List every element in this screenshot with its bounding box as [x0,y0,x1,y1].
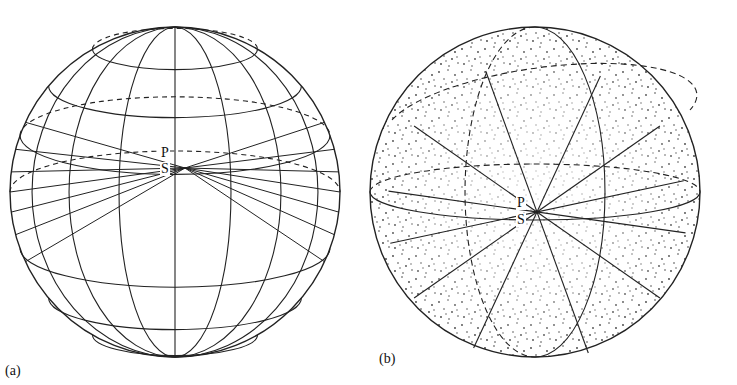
gridded-sphere [10,27,340,357]
panel-label: (b) [378,352,396,366]
stippled-sphere [370,27,700,357]
panel-label: (a) [4,364,22,378]
point-label: P [160,146,170,160]
point-label: P [516,196,526,210]
point-label: S [160,162,170,176]
point-label: S [516,213,526,227]
